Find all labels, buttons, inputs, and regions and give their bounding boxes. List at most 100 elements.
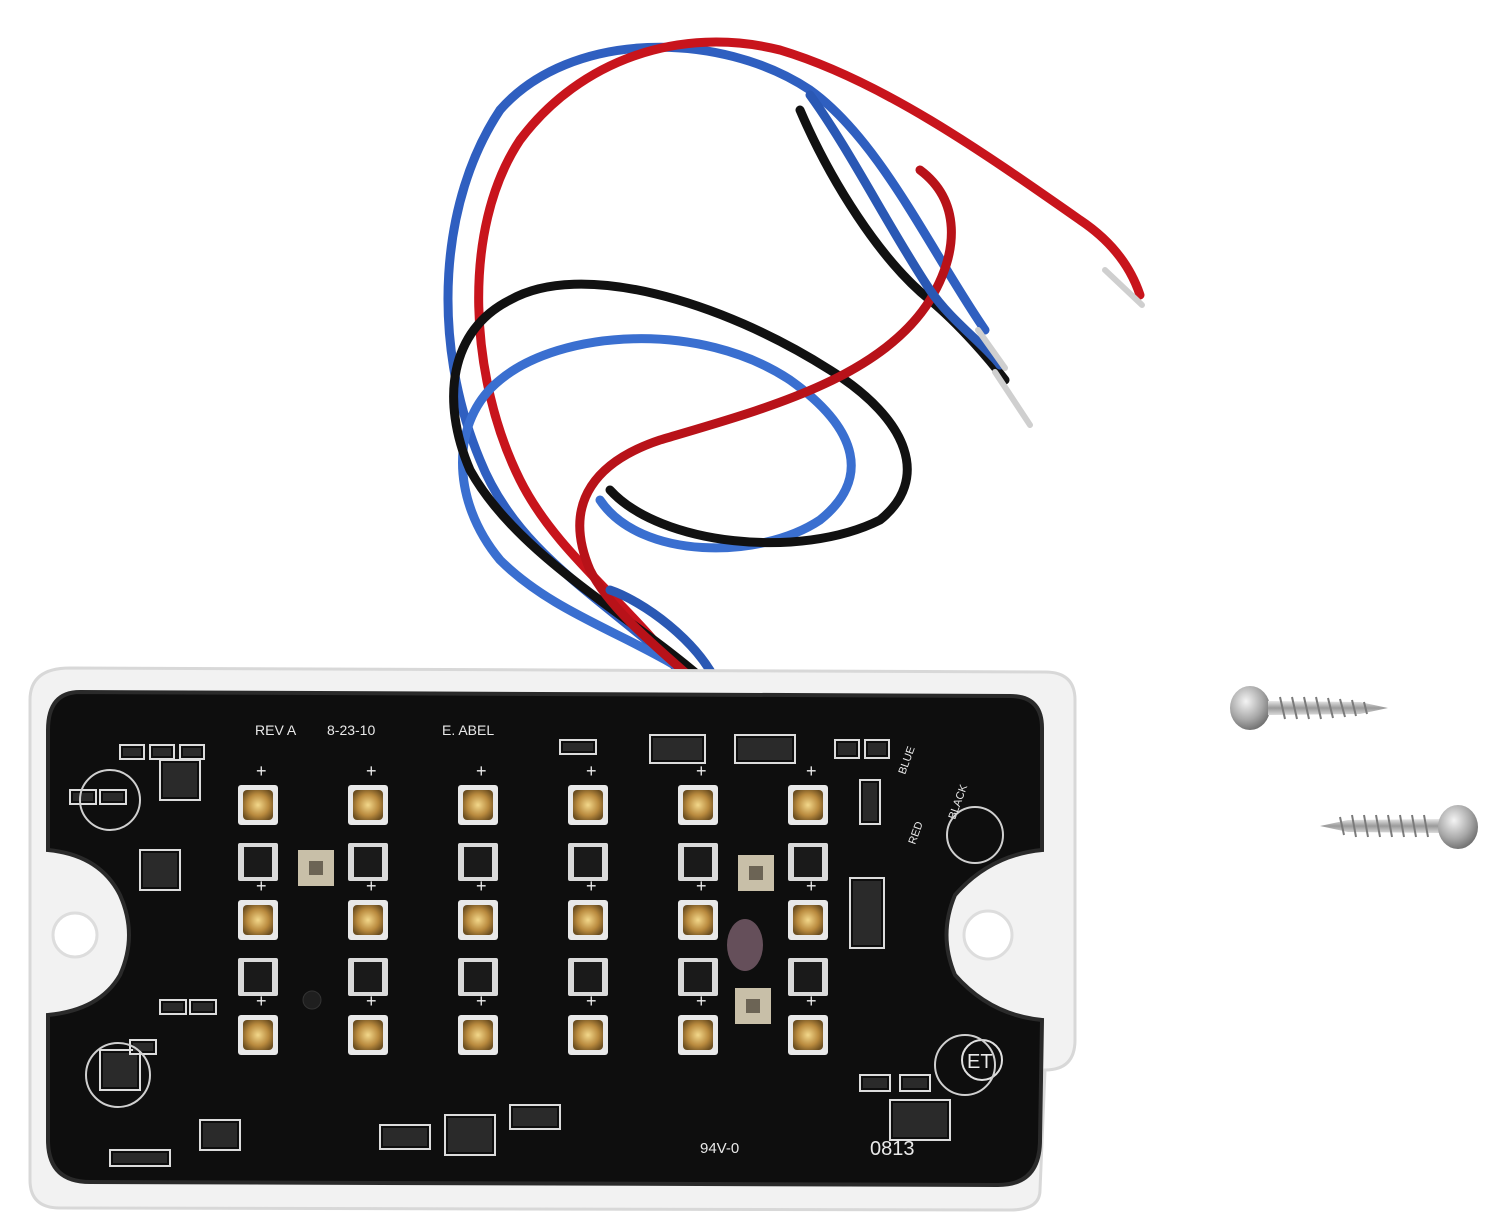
smd-part xyxy=(189,999,217,1015)
resistor-chip xyxy=(678,958,718,996)
smd-part xyxy=(899,1074,931,1092)
component-outline xyxy=(79,769,141,831)
polarity-mark: + xyxy=(366,876,377,896)
resistor-chip xyxy=(568,843,608,881)
polarity-mark: + xyxy=(696,876,707,896)
led: + xyxy=(788,876,828,940)
smd-part xyxy=(559,739,597,755)
polarity-mark: + xyxy=(806,761,817,781)
smd-part xyxy=(834,739,860,759)
smd-part xyxy=(159,759,201,801)
led: + xyxy=(678,761,718,825)
wire-blue xyxy=(443,42,990,693)
smd-part xyxy=(649,734,706,764)
component-outline xyxy=(934,1034,996,1096)
test-pad xyxy=(738,855,774,891)
smd-part xyxy=(109,1149,171,1167)
polarity-mark: + xyxy=(256,761,267,781)
via-hole xyxy=(302,990,322,1010)
polarity-mark: + xyxy=(586,991,597,1011)
polarity-mark: + xyxy=(586,876,597,896)
mount-hole-left xyxy=(51,911,99,959)
smd-part xyxy=(99,1049,141,1091)
polarity-mark: + xyxy=(366,991,377,1011)
wire-end-black xyxy=(992,369,1033,428)
screw-shank xyxy=(1268,701,1388,715)
polarity-mark: + xyxy=(696,991,707,1011)
smd-part xyxy=(864,739,890,759)
resistor-chip xyxy=(568,958,608,996)
solder-blob xyxy=(727,919,763,971)
smd-part xyxy=(734,734,796,764)
screw-threads xyxy=(1339,814,1429,838)
screw-threads xyxy=(1279,696,1368,720)
wire-end-red xyxy=(1102,267,1145,308)
resistor-chip xyxy=(788,843,828,881)
led: + xyxy=(238,876,278,940)
silk-mark: ET xyxy=(967,1051,993,1073)
smd-part xyxy=(444,1114,496,1156)
polarity-mark: + xyxy=(256,876,267,896)
polarity-mark: + xyxy=(806,876,817,896)
smd-part xyxy=(119,744,145,760)
resistor-chip xyxy=(238,843,278,881)
led: + xyxy=(788,991,828,1055)
smd-part xyxy=(379,1124,431,1150)
screw-1 xyxy=(1230,686,1388,730)
polarity-mark: + xyxy=(256,991,267,1011)
polarity-mark: + xyxy=(476,876,487,896)
resistor-chip xyxy=(348,843,388,881)
mount-hole-right xyxy=(962,909,1014,961)
resistor-chip xyxy=(678,843,718,881)
led: + xyxy=(458,761,498,825)
polarity-mark: + xyxy=(476,761,487,781)
smd-part xyxy=(199,1119,241,1151)
test-pad xyxy=(298,850,334,886)
led: + xyxy=(788,761,828,825)
smd-part xyxy=(139,849,181,891)
smd-components xyxy=(69,734,1004,1167)
resistor-chip xyxy=(238,958,278,996)
wire-harness xyxy=(443,37,1145,695)
wire-red xyxy=(474,37,1145,693)
polarity-mark: + xyxy=(366,761,377,781)
led: + xyxy=(458,991,498,1055)
led-grid: + + + + + + + + + + + + + + + + + + xyxy=(238,761,828,1055)
wire-end-blue xyxy=(975,327,1008,371)
resistor-chip xyxy=(458,958,498,996)
component-outline xyxy=(85,1042,151,1108)
smd-part xyxy=(509,1104,561,1130)
wire-blue-loop xyxy=(458,334,856,695)
led: + xyxy=(348,991,388,1055)
screw-head xyxy=(1438,805,1478,849)
led: + xyxy=(568,761,608,825)
circuit-board: REV A 8-23-10 E. ABEL BLUE BLACK RED ET … xyxy=(46,689,1045,1188)
silk-rating: 94V-0 xyxy=(700,1140,739,1157)
wire-black xyxy=(449,105,1010,695)
led: + xyxy=(238,761,278,825)
led: + xyxy=(678,991,718,1055)
smd-part xyxy=(849,877,885,949)
component-outline xyxy=(946,806,1004,864)
polarity-mark: + xyxy=(476,991,487,1011)
screw-2 xyxy=(1320,805,1478,849)
wire-red-2 xyxy=(575,165,956,695)
polarity-mark: + xyxy=(586,761,597,781)
smd-part xyxy=(859,779,881,825)
led: + xyxy=(678,876,718,940)
led: + xyxy=(568,991,608,1055)
smd-part xyxy=(69,789,97,805)
led: + xyxy=(568,876,608,940)
polarity-mark: + xyxy=(806,991,817,1011)
smd-part xyxy=(889,1099,951,1141)
smd-part xyxy=(99,789,127,805)
resistor-chip xyxy=(458,843,498,881)
silk-code: 0813 xyxy=(870,1138,915,1160)
smd-part xyxy=(159,999,187,1015)
led: + xyxy=(348,761,388,825)
silk-date: 8-23-10 xyxy=(327,722,375,738)
silk-rev: REV A xyxy=(255,722,297,738)
resistor-chip xyxy=(788,958,828,996)
led: + xyxy=(348,876,388,940)
